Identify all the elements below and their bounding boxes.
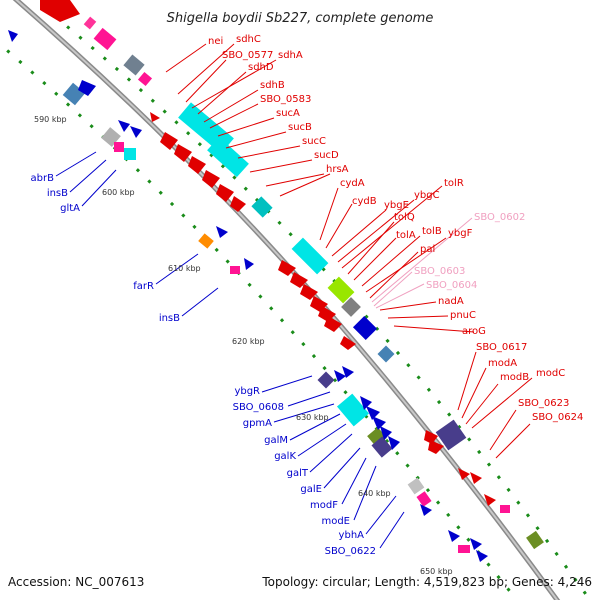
gene-label: ybhA [339,530,365,541]
gene-label-faded: SBO_0603 [414,266,465,277]
gene-label: gpmA [243,418,272,429]
gene-label: SBO_0617 [476,342,527,353]
gene-label: pnuC [450,310,476,321]
forward-arrows [160,132,496,506]
right-gene-labels: nei sdhC SBO_0577 sdhA sdhD sdhB SBO_058… [208,34,583,423]
gene-label: modC [536,368,565,379]
left-gene-labels: abrB insB gltA farR insB ybgR SBO_0608 g… [31,173,376,557]
topology-text: Topology: circular; Length: 4,519,823 bp… [261,575,592,589]
gene-label: SBO_0624 [532,412,583,423]
accession-text: Accession: NC_007613 [8,575,144,589]
gene-label: nei [208,36,223,47]
gene-label: aroG [462,326,486,337]
tick-label: 620 kbp [232,337,265,346]
gene-label: SBO_0608 [233,402,284,413]
gene-label: tolA [396,230,416,241]
tick-label: 600 kbp [102,188,135,197]
gene-label: SBO_0583 [260,94,311,105]
gene-label-faded: SBO_0602 [474,212,525,223]
genome-backbone [12,0,561,600]
gene-label: tolB [422,226,442,237]
gene-label: ybgC [414,190,440,201]
gene-label: insB [47,188,68,199]
gene-label: sdhD [248,62,274,73]
reverse-genes [8,30,488,562]
tick-label: 640 kbp [358,489,391,498]
gene-label: ybgE [384,200,409,211]
gc-track-inner [0,42,519,600]
gene-label: galE [300,484,322,495]
gene-label: sucA [276,108,300,119]
gene-label: sdhA [278,50,303,61]
gene-label: galM [264,435,288,446]
gene-label: galK [274,451,296,462]
tick-labels: 590 kbp 600 kbp 610 kbp 620 kbp 630 kbp … [34,115,453,576]
gene-label: modA [488,358,517,369]
gene-label: nadA [438,296,464,307]
gene-label: galT [287,468,309,479]
gene-label: sucB [288,122,312,133]
gene-label: ybgF [448,228,473,239]
gene-label: farR [133,281,154,292]
gene-label: modF [310,500,338,511]
gene-label: SBO_0622 [325,546,376,557]
tick-label: 610 kbp [168,264,201,273]
gene-label: cydB [352,196,377,207]
gene-label: modB [500,372,529,383]
gene-label: tolR [444,178,464,189]
gene-label: pal [420,244,435,255]
map-title: Shigella boydii Sb227, complete genome [167,11,434,26]
gene-label: sucC [302,136,326,147]
left-leaders [55,151,405,549]
gene-label: cydA [340,178,365,189]
gene-label: tolQ [394,212,415,223]
gene-label: abrB [31,173,55,184]
right-faded-leaders [371,217,473,309]
gene-label: SBO_0623 [518,398,569,409]
gene-label: sdhB [260,80,285,91]
gene-label: sdhC [236,34,261,45]
gene-label: gltA [60,203,80,214]
gene-label: sucD [314,150,339,161]
tick-label: 590 kbp [34,115,67,124]
forward-genes [40,0,544,553]
gene-label: ybgR [234,386,260,397]
gene-label: modE [321,516,350,527]
right-leaders [165,43,533,459]
gene-label: hrsA [326,164,349,175]
gene-label-faded: SBO_0604 [426,280,477,291]
gene-label: insB [159,313,180,324]
tick-label: 650 kbp [420,567,453,576]
tick-label: 630 kbp [296,413,329,422]
gene-label: SBO_0577 [222,50,273,61]
